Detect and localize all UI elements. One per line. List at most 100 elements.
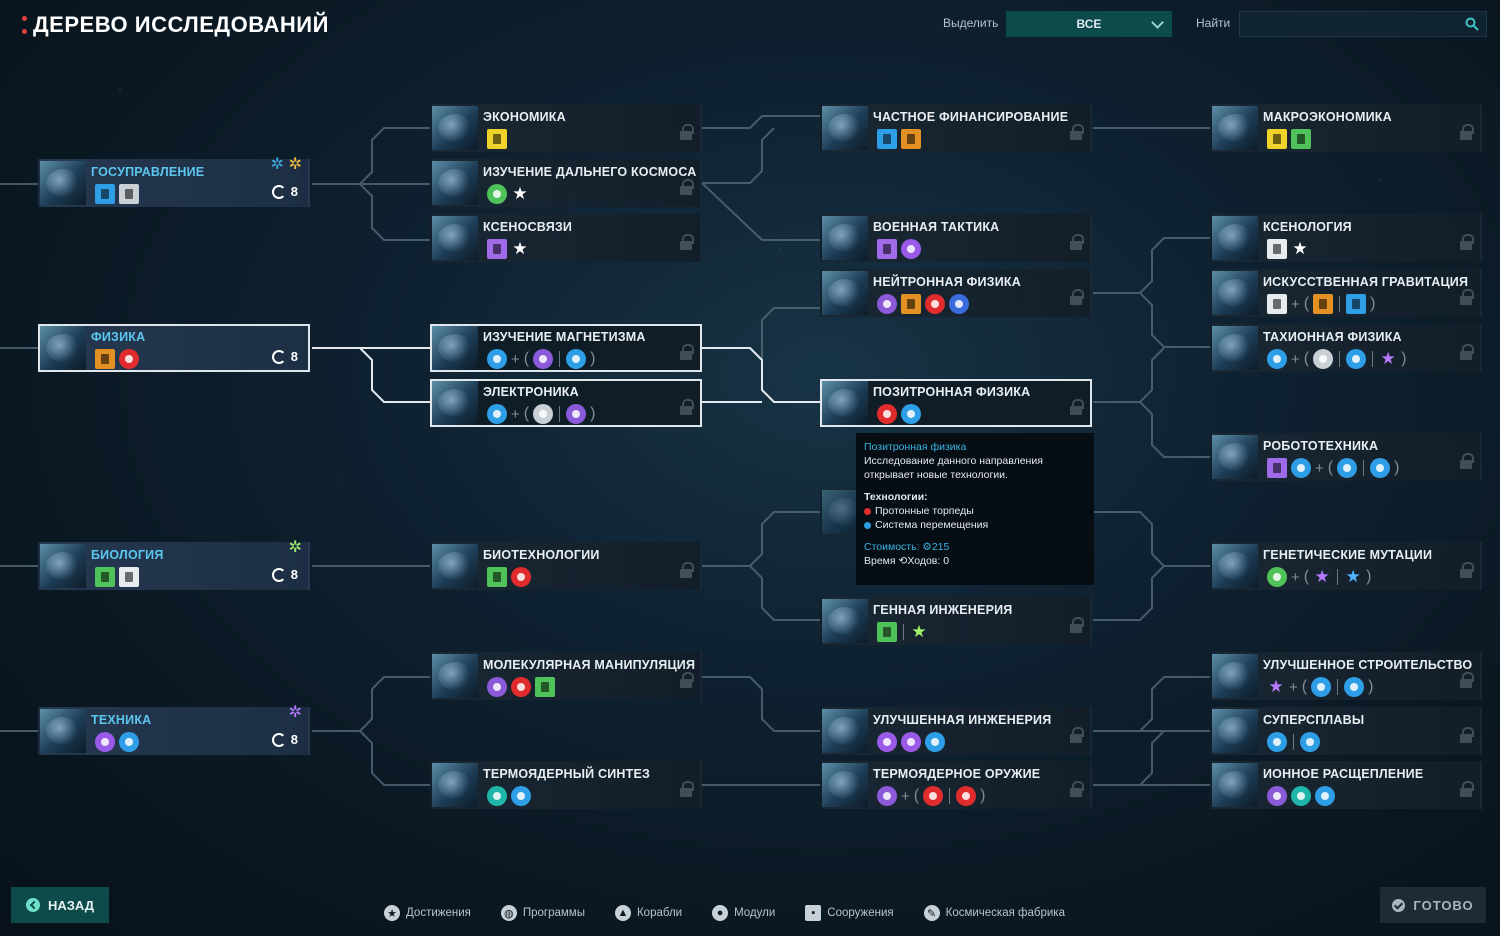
tech-node-artificial-gravity[interactable]: ИСКУССТВЕННАЯ ГРАВИТАЦИЯ +( ): [1210, 269, 1482, 317]
tech-node-military-tactics[interactable]: ВОЕННАЯ ТАКТИКА: [820, 214, 1092, 262]
tech-node-deep-space[interactable]: ИЗУЧЕНИЕ ДАЛЬНЕГО КОСМОСА ★: [430, 159, 702, 207]
reward-icons: [487, 786, 531, 806]
tech-thumbnail: [822, 106, 868, 150]
tech-node-improved-engineering[interactable]: УЛУЧШЕННАЯ ИНЖЕНЕРИЯ: [820, 707, 1092, 755]
ship-icon: [1267, 732, 1287, 752]
clock-icon: ⟲: [898, 555, 908, 567]
tech-node-superalloys[interactable]: СУПЕРСПЛАВЫ: [1210, 707, 1482, 755]
reward-icons: [877, 239, 921, 259]
tech-node-magnetism[interactable]: ИЗУЧЕНИЕ МАГНЕТИЗМА +( ): [430, 324, 702, 372]
root-node-government[interactable]: ГОСУПРАВЛЕНИЕ ✲ ✲ 8: [38, 157, 310, 207]
tooltip-item-label: Протонные торпеды: [875, 505, 974, 517]
tech-node-fusion[interactable]: ТЕРМОЯДЕРНЫЙ СИНТЕЗ: [430, 761, 702, 809]
legend-label: Сооружения: [827, 907, 894, 919]
achievement-star-icon: ★: [512, 184, 528, 203]
tech-thumbnail: [1212, 271, 1258, 315]
module-icon: [864, 507, 871, 515]
tech-node-improved-construction[interactable]: УЛУЧШЕННОЕ СТРОИТЕЛЬСТВО ★ +( ): [1210, 652, 1482, 700]
tech-node-genetic-mutations[interactable]: ГЕНЕТИЧЕСКИЕ МУТАЦИИ +( ★ ★ ): [1210, 542, 1482, 590]
tech-node-biotech[interactable]: БИОТЕХНОЛОГИИ: [430, 542, 702, 590]
achievement-star-icon: ★: [512, 239, 528, 258]
paren: (: [1327, 459, 1334, 476]
module-icon: [566, 404, 587, 424]
building-icon: [95, 567, 115, 587]
module-icon: [956, 786, 977, 806]
tech-name: ИЗУЧЕНИЕ ДАЛЬНЕГО КОСМОСА: [483, 165, 697, 179]
ship-icon: [1346, 349, 1367, 369]
lock-icon: [1070, 124, 1084, 140]
done-button[interactable]: ГОТОВО: [1380, 887, 1486, 923]
building-icon: ▪: [805, 905, 822, 921]
find-label: Найти: [1196, 16, 1231, 30]
ship-icon: [1300, 732, 1320, 752]
tech-node-neutron-physics[interactable]: НЕЙТРОННАЯ ФИЗИКА: [820, 269, 1092, 317]
tech-node-electronics[interactable]: ЭЛЕКТРОНИКА +( ): [430, 379, 702, 427]
highlight-dropdown[interactable]: ВСЕ: [1006, 11, 1172, 37]
lock-icon: [680, 124, 694, 140]
tech-node-fusion-weapons[interactable]: ТЕРМОЯДЕРНОЕ ОРУЖИЕ +( ): [820, 761, 1092, 809]
back-button[interactable]: НАЗАД: [11, 887, 109, 923]
plus-icon: +: [1315, 459, 1324, 477]
root-node-name: ФИЗИКА: [91, 330, 146, 344]
tech-name: УЛУЧШЕННАЯ ИНЖЕНЕРИЯ: [873, 713, 1052, 727]
tech-node-economics[interactable]: ЭКОНОМИКА: [430, 104, 702, 152]
tech-thumbnail: [822, 271, 868, 315]
tech-node-xenology[interactable]: КСЕНОЛОГИЯ ★: [1210, 214, 1482, 262]
building-icon: [877, 129, 897, 149]
tech-node-positron-physics[interactable]: ПОЗИТРОННАЯ ФИЗИКА: [820, 379, 1092, 427]
tech-node-private-funding[interactable]: ЧАСТНОЕ ФИНАНСИРОВАНИЕ: [820, 104, 1092, 152]
back-button-label: НАЗАД: [47, 897, 95, 913]
lock-icon: [1460, 453, 1474, 469]
reward-icons: +( ): [487, 404, 595, 424]
root-node-physics[interactable]: ФИЗИКА 8: [38, 324, 310, 372]
tech-thumbnail: [432, 106, 478, 150]
clock-icon: [271, 567, 286, 582]
building-icon: [95, 184, 115, 204]
ship-icon: [877, 732, 897, 752]
paren: ): [590, 350, 596, 367]
building-icon: [487, 129, 507, 149]
tech-node-macroeconomics[interactable]: МАКРОЭКОНОМИКА: [1210, 104, 1482, 152]
highlight-label: Выделить: [943, 16, 999, 30]
module-icon: [487, 677, 507, 697]
lock-icon: [680, 562, 694, 578]
search-input[interactable]: [1240, 12, 1486, 36]
building-icon: [877, 239, 897, 259]
tech-node-xenocomms[interactable]: КСЕНОСВЯЗИ ★: [430, 214, 702, 262]
legend-item-space-factory: ✎Космическая фабрика: [923, 905, 1065, 921]
legend-label: Корабли: [636, 907, 683, 919]
tech-node-tachyon-physics[interactable]: ТАХИОННАЯ ФИЗИКА +( ★ ): [1210, 324, 1482, 372]
tech-node-molecular[interactable]: МОЛЕКУЛЯРНАЯ МАНИПУЛЯЦИЯ: [430, 652, 702, 700]
reward-icons: [95, 349, 139, 369]
root-node-biology[interactable]: БИОЛОГИЯ ✲ 8: [38, 540, 310, 590]
tooltip-cost: Стоимость: ⚙215: [864, 540, 1086, 554]
lock-icon: [1460, 344, 1474, 360]
tech-thumbnail: [822, 216, 868, 260]
root-node-technics[interactable]: ТЕХНИКА ✲ 8: [38, 705, 310, 755]
module-icon: [949, 294, 969, 314]
building-icon: [901, 294, 921, 314]
paren: (: [1301, 678, 1308, 695]
ship-icon: ▲: [614, 905, 631, 921]
tooltip-item: Система перемещения: [864, 518, 1086, 532]
tooltip-title: Позитронная физика: [864, 441, 967, 453]
legend-item-programs: ◍Программы: [500, 905, 585, 921]
tech-node-robotics[interactable]: РОБОТОТЕХНИКА +( ): [1210, 433, 1482, 481]
lock-icon: [680, 179, 694, 195]
time-label: Время: [864, 555, 896, 567]
tech-node-ion-fission[interactable]: ИОННОЕ РАСЩЕПЛЕНИЕ: [1210, 761, 1482, 809]
reward-icons: ★: [877, 622, 928, 642]
lock-icon: [1070, 399, 1084, 415]
reward-icons: +( ★ ★ ): [1267, 567, 1371, 587]
separator: [949, 788, 951, 804]
search-icon[interactable]: [1465, 17, 1479, 31]
tech-thumbnail: [432, 326, 478, 370]
tech-node-gene-engineering[interactable]: ГЕННАЯ ИНЖЕНЕРИЯ ★: [820, 597, 1092, 645]
lock-icon: [1460, 562, 1474, 578]
paren: (: [523, 350, 530, 367]
building-icon: [1267, 294, 1287, 314]
legend-label: Программы: [522, 907, 585, 919]
paren: (: [523, 405, 530, 422]
paren: ): [1368, 678, 1374, 695]
robot-icon: [1291, 786, 1311, 806]
